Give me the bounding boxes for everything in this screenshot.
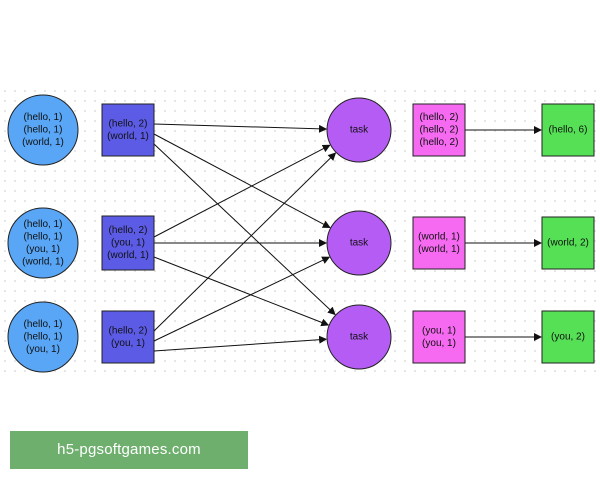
- combine-square: [101, 310, 155, 364]
- output-square: [541, 310, 595, 364]
- input-label: (hello, 1): [24, 332, 63, 343]
- output-label: (world, 2): [547, 238, 589, 249]
- input-label: (you, 1): [26, 244, 60, 255]
- task-node: task: [326, 210, 392, 276]
- task-circle: [326, 97, 392, 163]
- input-label: (world, 1): [22, 256, 64, 267]
- output-node: (you, 2): [541, 310, 595, 364]
- edges: [153, 123, 542, 352]
- shuffle-label: (hello, 2): [420, 125, 459, 136]
- output-label: (you, 2): [551, 332, 585, 343]
- combine-label: (you, 1): [111, 238, 145, 249]
- shuffle-node: (hello, 2)(hello, 2)(hello, 2): [412, 103, 466, 157]
- task-label: task: [350, 125, 369, 136]
- combine-to-task-arrow: [153, 133, 331, 228]
- combine-node: (hello, 2) (you, 1): [101, 310, 155, 364]
- output-square: [541, 216, 595, 270]
- combine-node: (hello, 2) (world, 1): [101, 103, 155, 157]
- shuffle-square: [412, 310, 466, 364]
- combine-to-task-arrow: [153, 144, 331, 238]
- input-node: (hello, 1)(hello, 1)(you, 1): [7, 301, 79, 373]
- task-node: task: [326, 304, 392, 370]
- shuffle-label: (hello, 2): [420, 137, 459, 148]
- dotted-background: [0, 86, 600, 376]
- shuffle-label: (you, 1): [422, 325, 456, 336]
- task-label: task: [350, 332, 369, 343]
- input-node: (hello, 1)(hello, 1)(world, 1): [7, 94, 79, 166]
- input-label: (hello, 1): [24, 219, 63, 230]
- input-label: (hello, 1): [24, 231, 63, 242]
- combine-node: (hello, 2) (you, 1)(world, 1): [101, 215, 155, 271]
- combine-label: (hello, 2): [109, 225, 148, 236]
- combine-label: (world, 1): [107, 250, 149, 261]
- combine-label: (hello, 2): [109, 118, 148, 129]
- output-node: (hello, 6): [541, 103, 595, 157]
- combine-label: (you, 1): [111, 338, 145, 349]
- output-node: (world, 2): [541, 216, 595, 270]
- shuffle-square: [412, 216, 466, 270]
- output-square: [541, 103, 595, 157]
- output-label: (hello, 6): [549, 125, 588, 136]
- watermark-banner: h5-pgsoftgames.com: [10, 431, 248, 469]
- combine-to-task-arrow: [153, 152, 337, 332]
- input-label: (world, 1): [22, 137, 64, 148]
- shuffle-label: (world, 1): [418, 231, 460, 242]
- input-label: (hello, 1): [24, 125, 63, 136]
- shuffle-label: (hello, 2): [420, 112, 459, 123]
- shuffle-label: (world, 1): [418, 244, 460, 255]
- combine-to-task-arrow: [153, 123, 328, 133]
- input-circle: [7, 94, 79, 166]
- input-circle: [7, 301, 79, 373]
- shuffle-node: (world, 1) (world, 1): [412, 216, 466, 270]
- shuffle-label: (you, 1): [422, 338, 456, 349]
- combine-to-task-arrow: [153, 143, 336, 316]
- combine-to-task-arrow: [153, 256, 330, 327]
- combine-square: [101, 103, 155, 157]
- combine-label: (hello, 2): [109, 325, 148, 336]
- task-label: task: [350, 238, 369, 249]
- input-label: (you, 1): [26, 344, 60, 355]
- input-circle: [7, 207, 79, 279]
- combine-label: (world, 1): [107, 131, 149, 142]
- shuffle-node: (you, 1) (you, 1): [412, 310, 466, 364]
- nodes: (hello, 1)(hello, 1)(world, 1)(hello, 1)…: [7, 94, 595, 373]
- input-label: (hello, 1): [24, 112, 63, 123]
- input-node: (hello, 1)(hello, 1) (you, 1)(world, 1): [7, 207, 79, 279]
- task-circle: [326, 210, 392, 276]
- combine-to-task-arrow: [153, 256, 331, 342]
- shuffle-square: [412, 103, 466, 157]
- combine-square: [101, 215, 155, 271]
- task-circle: [326, 304, 392, 370]
- task-node: task: [326, 97, 392, 163]
- input-label: (hello, 1): [24, 319, 63, 330]
- combine-to-task-arrow: [153, 335, 328, 352]
